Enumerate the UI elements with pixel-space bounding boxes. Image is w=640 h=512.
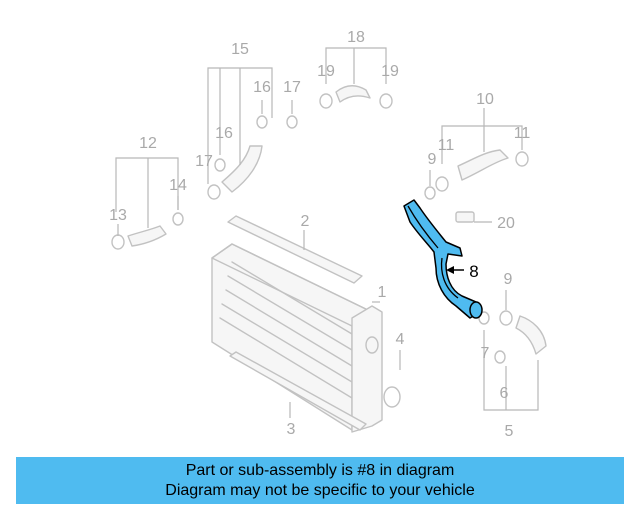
label-5: 5 (505, 423, 514, 440)
label-16-lower: 16 (215, 125, 233, 142)
label-1: 1 (378, 284, 387, 301)
label-9-lower: 9 (504, 271, 513, 288)
label-19-right: 19 (381, 63, 399, 80)
label-17-lower: 17 (195, 153, 213, 170)
left-hose-drawings (111, 85, 547, 364)
part-8-arrow (446, 266, 454, 274)
banner-line-1: Part or sub-assembly is #8 in diagram (185, 461, 455, 479)
label-12: 12 (139, 135, 157, 152)
label-11-right: 11 (514, 125, 531, 142)
label-7: 7 (481, 345, 490, 362)
intercooler-drawing (211, 215, 401, 433)
label-15: 15 (231, 41, 249, 58)
label-14: 14 (169, 177, 187, 194)
info-banner: Part or sub-assembly is #8 in diagram Di… (16, 457, 624, 504)
label-9-upper: 9 (428, 151, 437, 168)
label-20: 20 (497, 215, 515, 232)
label-13: 13 (109, 207, 127, 224)
leader-lines (115, 47, 539, 418)
label-10: 10 (476, 91, 494, 108)
part-number-labels: 1 2 3 4 5 6 7 8 9 9 10 11 11 12 13 14 15… (109, 29, 530, 440)
label-18: 18 (347, 29, 365, 46)
label-8[interactable]: 8 (469, 262, 478, 281)
label-11-left: 11 (438, 137, 455, 154)
part-8-pipe[interactable] (403, 199, 483, 319)
label-19-left: 19 (317, 63, 335, 80)
label-4: 4 (396, 331, 405, 348)
label-6: 6 (500, 385, 509, 402)
label-2: 2 (301, 213, 310, 230)
banner-line-2: Diagram may not be specific to your vehi… (165, 481, 475, 499)
label-16-upper: 16 (253, 79, 271, 96)
label-17-upper: 17 (283, 79, 301, 96)
label-3: 3 (287, 421, 296, 438)
